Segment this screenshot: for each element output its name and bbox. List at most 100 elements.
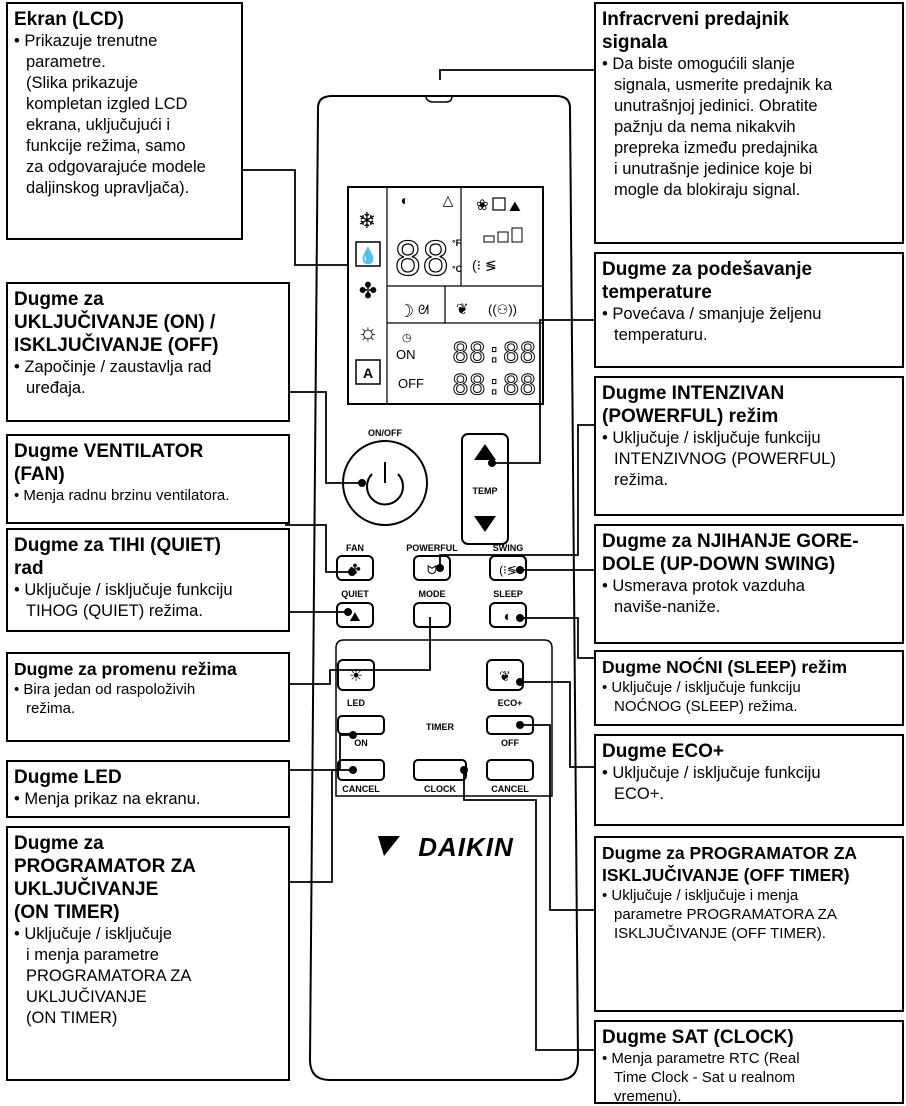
svg-text:°C: °C	[452, 264, 463, 274]
svg-text:ᘛ: ᘛ	[418, 302, 429, 317]
callout-temp: Dugme za podešavanje temperature • Poveć…	[594, 252, 904, 368]
cancel-off-label: CANCEL	[491, 784, 529, 794]
callout-desc: • Započinje / zaustavlja rad uređaja.	[14, 358, 212, 397]
cancel-on-label: CANCEL	[342, 784, 380, 794]
sleep-icon: ◐	[504, 608, 512, 624]
temp-down-icon	[474, 516, 496, 532]
powerful-icon: ᗢ	[427, 563, 437, 577]
callout-led: Dugme LED • Menja prikaz na ekranu.	[6, 760, 290, 818]
callout-title: Dugme za podešavanje temperature	[602, 259, 813, 303]
callout-eco: Dugme ECO+ • Uključuje / isključuje funk…	[594, 734, 904, 826]
svg-text:💧: 💧	[358, 246, 378, 265]
callout-powerful: Dugme INTENZIVAN (POWERFUL) režim • Uklj…	[594, 376, 904, 516]
callout-title: Ekran (LCD)	[14, 9, 124, 30]
droplet-icon	[355, 241, 381, 267]
callout-ir: Infracrveni predajnik signala • Da biste…	[594, 2, 904, 244]
callout-swing: Dugme za NJIHANJE GORE- DOLE (UP-DOWN SW…	[594, 524, 904, 644]
callout-title: Dugme LED	[14, 767, 122, 788]
triangle-icon: △	[443, 192, 454, 208]
callout-title: Dugme za UKLJUČIVANJE (ON) / ISKLJUČIVAN…	[14, 289, 219, 356]
onoff-label: ON/OFF	[368, 428, 402, 438]
callout-title: Dugme SAT (CLOCK)	[602, 1027, 794, 1048]
callout-title: Dugme za PROGRAMATOR ZA UKLJUČIVANJE (ON…	[14, 833, 196, 923]
callout-quiet: Dugme za TIHI (QUIET) rad • Uključuje / …	[6, 528, 290, 632]
on-timer-button[interactable]	[337, 715, 385, 735]
swing-label: SWING	[493, 543, 524, 553]
quiet-label: QUIET	[341, 589, 369, 599]
callout-desc: • Menja radnu brzinu ventilatora.	[14, 487, 230, 504]
fan-label: FAN	[346, 543, 364, 553]
fan-button[interactable]	[336, 555, 374, 581]
off-label: OFF	[501, 738, 519, 748]
leaf-icon: ❦	[456, 301, 469, 318]
leader-dots	[344, 459, 524, 774]
daikin-logo-mark	[378, 836, 400, 856]
callout-desc: • Da biste omogućili slanje signala, usm…	[602, 55, 833, 199]
callout-sleep: Dugme NOĆNI (SLEEP) režim • Uključuje / …	[594, 650, 904, 726]
cancel-off-button[interactable]	[486, 759, 534, 781]
callout-lcd: Ekran (LCD) • Prikazuje trenutne paramet…	[6, 2, 243, 240]
callout-desc: • Menja prikaz na ekranu.	[14, 790, 201, 808]
swing-lcd-icon: (⁝ ≶	[472, 257, 497, 273]
callout-title: Dugme za TIHI (QUIET) rad	[14, 535, 221, 579]
temp-button[interactable]	[461, 433, 509, 545]
callout-onoff: Dugme za UKLJUČIVANJE (ON) / ISKLJUČIVAN…	[6, 282, 290, 422]
callout-title: Dugme za promenu režima	[14, 659, 237, 679]
callout-desc: • Uključuje / isključuje funkciju INTENZ…	[602, 429, 836, 489]
mode-button[interactable]	[413, 602, 451, 628]
callout-title: Dugme VENTILATOR (FAN)	[14, 441, 204, 485]
led-label: LED	[347, 698, 366, 708]
bulb-icon: ☀	[349, 668, 363, 685]
eco-label: ECO+	[498, 698, 523, 708]
lcd-on-text: ON	[396, 347, 416, 362]
fan-mode-icon: ✤	[359, 278, 377, 303]
callout-desc: • Uključuje / isključuje funkciju NOĆNOG…	[602, 679, 801, 715]
callout-title: Dugme NOĆNI (SLEEP) režim	[602, 657, 848, 677]
callout-clock: Dugme SAT (CLOCK) • Menja parametre RTC …	[594, 1020, 904, 1105]
temp-digits: 88	[394, 232, 449, 286]
ir-emitter	[425, 95, 453, 103]
quiet-icon: ⛰	[509, 198, 521, 214]
swing-icon: (⁝≶	[499, 563, 517, 577]
brand-logo: DAIKIN	[418, 832, 514, 862]
person-icon: ((⚇))	[488, 302, 517, 317]
led-button[interactable]	[337, 659, 375, 691]
on-timer-digits: 88:88	[452, 336, 536, 369]
quiet-btn-icon: ⛰	[350, 609, 361, 624]
callout-title: Dugme ECO+	[602, 741, 724, 762]
callout-title: Dugme INTENZIVAN (POWERFUL) režim	[602, 383, 785, 427]
sun-icon: ☼	[357, 319, 379, 346]
lcd-off-text: OFF	[398, 376, 424, 391]
sleep-label: SLEEP	[493, 589, 523, 599]
callout-title: Dugme za PROGRAMATOR ZA ISKLJUČIVANJE (O…	[602, 843, 858, 885]
callout-desc: • Usmerava protok vazduha naviše-naniže.	[602, 577, 805, 616]
on-label: ON	[354, 738, 368, 748]
powerful-label: POWERFUL	[406, 543, 458, 553]
callout-desc: • Povećava / smanjuje željenu temperatur…	[602, 305, 822, 344]
callout-offtimer: Dugme za PROGRAMATOR ZA ISKLJUČIVANJE (O…	[594, 836, 904, 1012]
callout-title: Infracrveni predajnik signala	[602, 9, 789, 53]
clock-button[interactable]	[413, 759, 467, 781]
callout-desc: • Bira jedan od raspoloživih režima.	[14, 681, 196, 717]
swing-button[interactable]	[489, 555, 527, 581]
clock-label: CLOCK	[424, 784, 456, 794]
callout-desc: • Prikazuje trenutne parametre. (Slika p…	[14, 32, 206, 197]
clock-icon: ◷	[402, 332, 412, 344]
callout-desc: • Uključuje / isključuje i menja paramet…	[14, 925, 192, 1027]
power-icon	[366, 473, 404, 506]
callout-fan: Dugme VENTILATOR (FAN) • Menja radnu brz…	[6, 434, 290, 524]
callout-mode: Dugme za promenu režima • Bira jedan od …	[6, 652, 290, 742]
eco-button[interactable]	[486, 659, 524, 691]
callout-title: Dugme za NJIHANJE GORE- DOLE (UP-DOWN SW…	[602, 531, 859, 575]
powerful-button[interactable]	[413, 555, 451, 581]
snowflake-icon: ❄	[358, 208, 376, 233]
sleep-button[interactable]	[489, 602, 527, 628]
timer-label: TIMER	[426, 722, 454, 732]
svg-text:A: A	[363, 365, 373, 381]
moon-icon: ☽	[398, 301, 414, 321]
auto-mode-icon	[355, 359, 381, 385]
temp-label: TEMP	[472, 486, 497, 496]
callout-desc: • Uključuje / isključuje funkciju TIHOG …	[14, 581, 233, 620]
callout-desc: • Uključuje / isključuje funkciju ECO+.	[602, 764, 821, 803]
